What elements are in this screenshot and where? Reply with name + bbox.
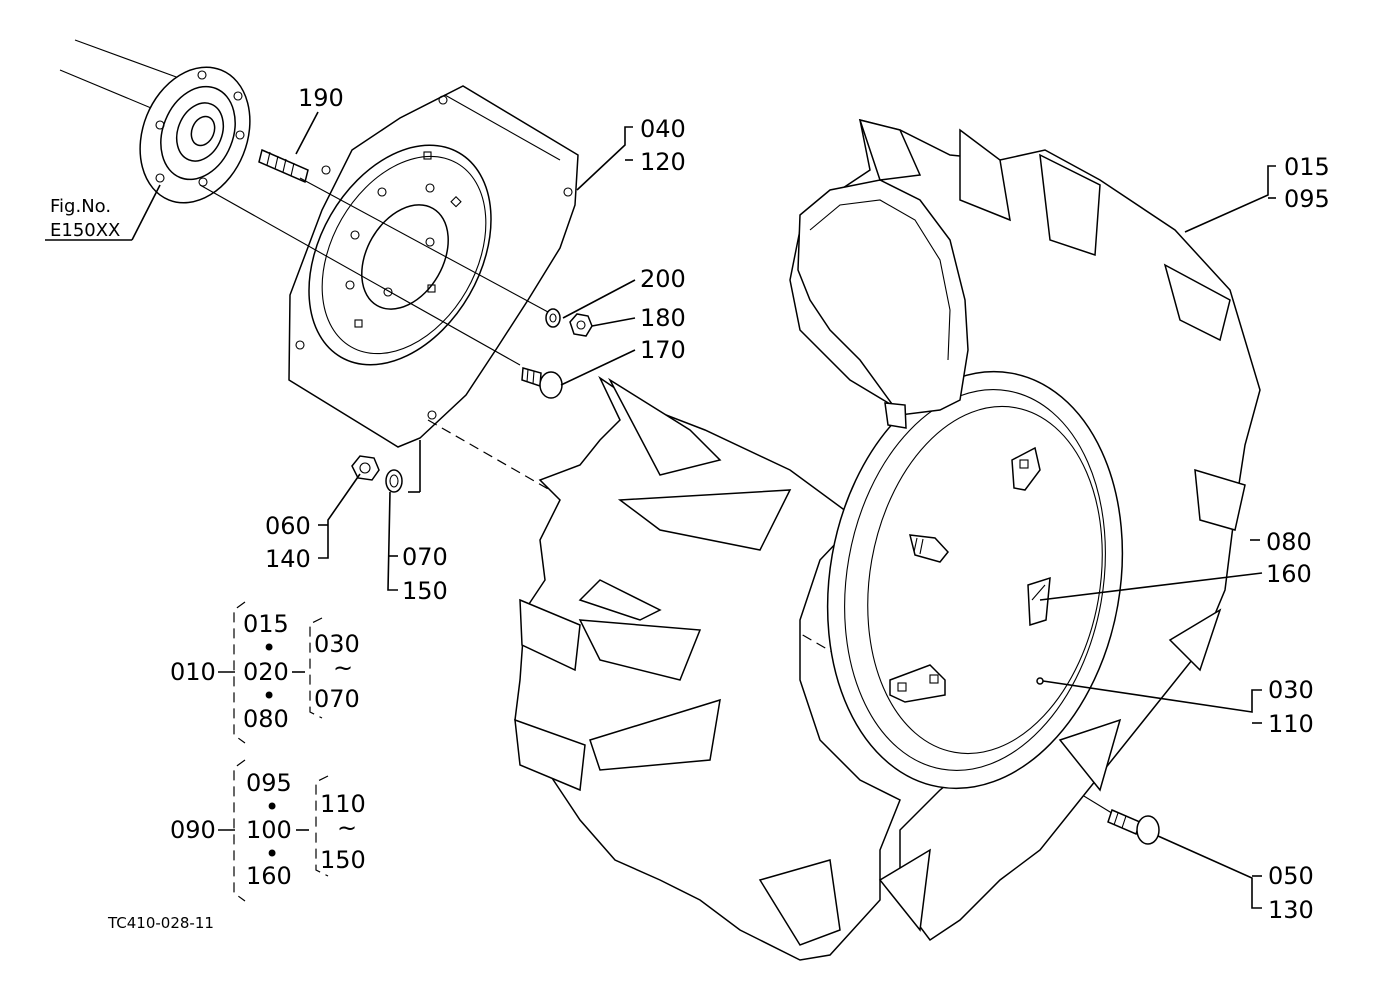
assembly-member-080: 080 bbox=[243, 705, 289, 733]
callout-200: 200 bbox=[640, 265, 686, 293]
callout-110: 110 bbox=[1268, 710, 1314, 738]
range-end-150: 150 bbox=[320, 846, 366, 874]
callout-140: 140 bbox=[265, 545, 311, 573]
callout-130: 130 bbox=[1268, 896, 1314, 924]
stud-bolt bbox=[258, 148, 309, 184]
callout-080: 080 bbox=[1266, 528, 1312, 556]
range-mark: ~ bbox=[333, 654, 353, 682]
range-end-070: 070 bbox=[314, 685, 360, 713]
callout-040: 040 bbox=[640, 115, 686, 143]
callout-060: 060 bbox=[265, 512, 311, 540]
leader-lines bbox=[45, 111, 1276, 909]
callout-015: 015 bbox=[1284, 153, 1330, 181]
assembly-parent-090: 090 bbox=[170, 816, 216, 844]
callout-050: 050 bbox=[1268, 862, 1314, 890]
assembly-member-160: 160 bbox=[246, 862, 292, 890]
fig-ref-label: Fig.No. bbox=[50, 196, 111, 217]
valve-bolt bbox=[1107, 808, 1160, 845]
hub-bolt bbox=[521, 367, 563, 399]
callout-180: 180 bbox=[640, 304, 686, 332]
assembly-member-095: 095 bbox=[246, 769, 292, 797]
callout-030: 030 bbox=[1268, 676, 1314, 704]
callout-190: 190 bbox=[298, 84, 344, 112]
callout-160: 160 bbox=[1266, 560, 1312, 588]
member-dot: • bbox=[265, 840, 279, 868]
nut-small bbox=[351, 455, 380, 481]
member-dot: • bbox=[262, 634, 276, 662]
assembly-member-100: 100 bbox=[246, 816, 292, 844]
assembly-member-020: 020 bbox=[243, 658, 289, 686]
fig-ref-code: E150XX bbox=[50, 220, 120, 241]
member-dot: • bbox=[262, 682, 276, 710]
lock-washer bbox=[545, 308, 561, 328]
range-start-110: 110 bbox=[320, 790, 366, 818]
callout-170: 170 bbox=[640, 336, 686, 364]
callout-labels: Fig.No. E150XX 190 040 120 015 095 200 1… bbox=[50, 84, 1330, 924]
member-dot: • bbox=[265, 793, 279, 821]
range-mark: ~ bbox=[337, 814, 357, 842]
spring-washer bbox=[385, 469, 403, 493]
axle-flange bbox=[139, 66, 251, 204]
assembly-member-015: 015 bbox=[243, 610, 289, 638]
callout-150: 150 bbox=[402, 577, 448, 605]
assembly-parent-010: 010 bbox=[170, 658, 216, 686]
tire-assembly bbox=[514, 118, 1261, 961]
hex-nut bbox=[569, 313, 593, 337]
assembly-group-090: 090 095 • 100 • 160 110 ~ 150 bbox=[170, 759, 366, 902]
figure-code: TC410-028-11 bbox=[107, 914, 214, 932]
range-start-030: 030 bbox=[314, 630, 360, 658]
callout-070: 070 bbox=[402, 543, 448, 571]
assembly-group-010: 010 015 • 020 • 080 030 ~ 070 bbox=[170, 601, 360, 744]
callout-095: 095 bbox=[1284, 185, 1330, 213]
callout-120: 120 bbox=[640, 148, 686, 176]
wheel-disc-plate bbox=[288, 85, 579, 448]
